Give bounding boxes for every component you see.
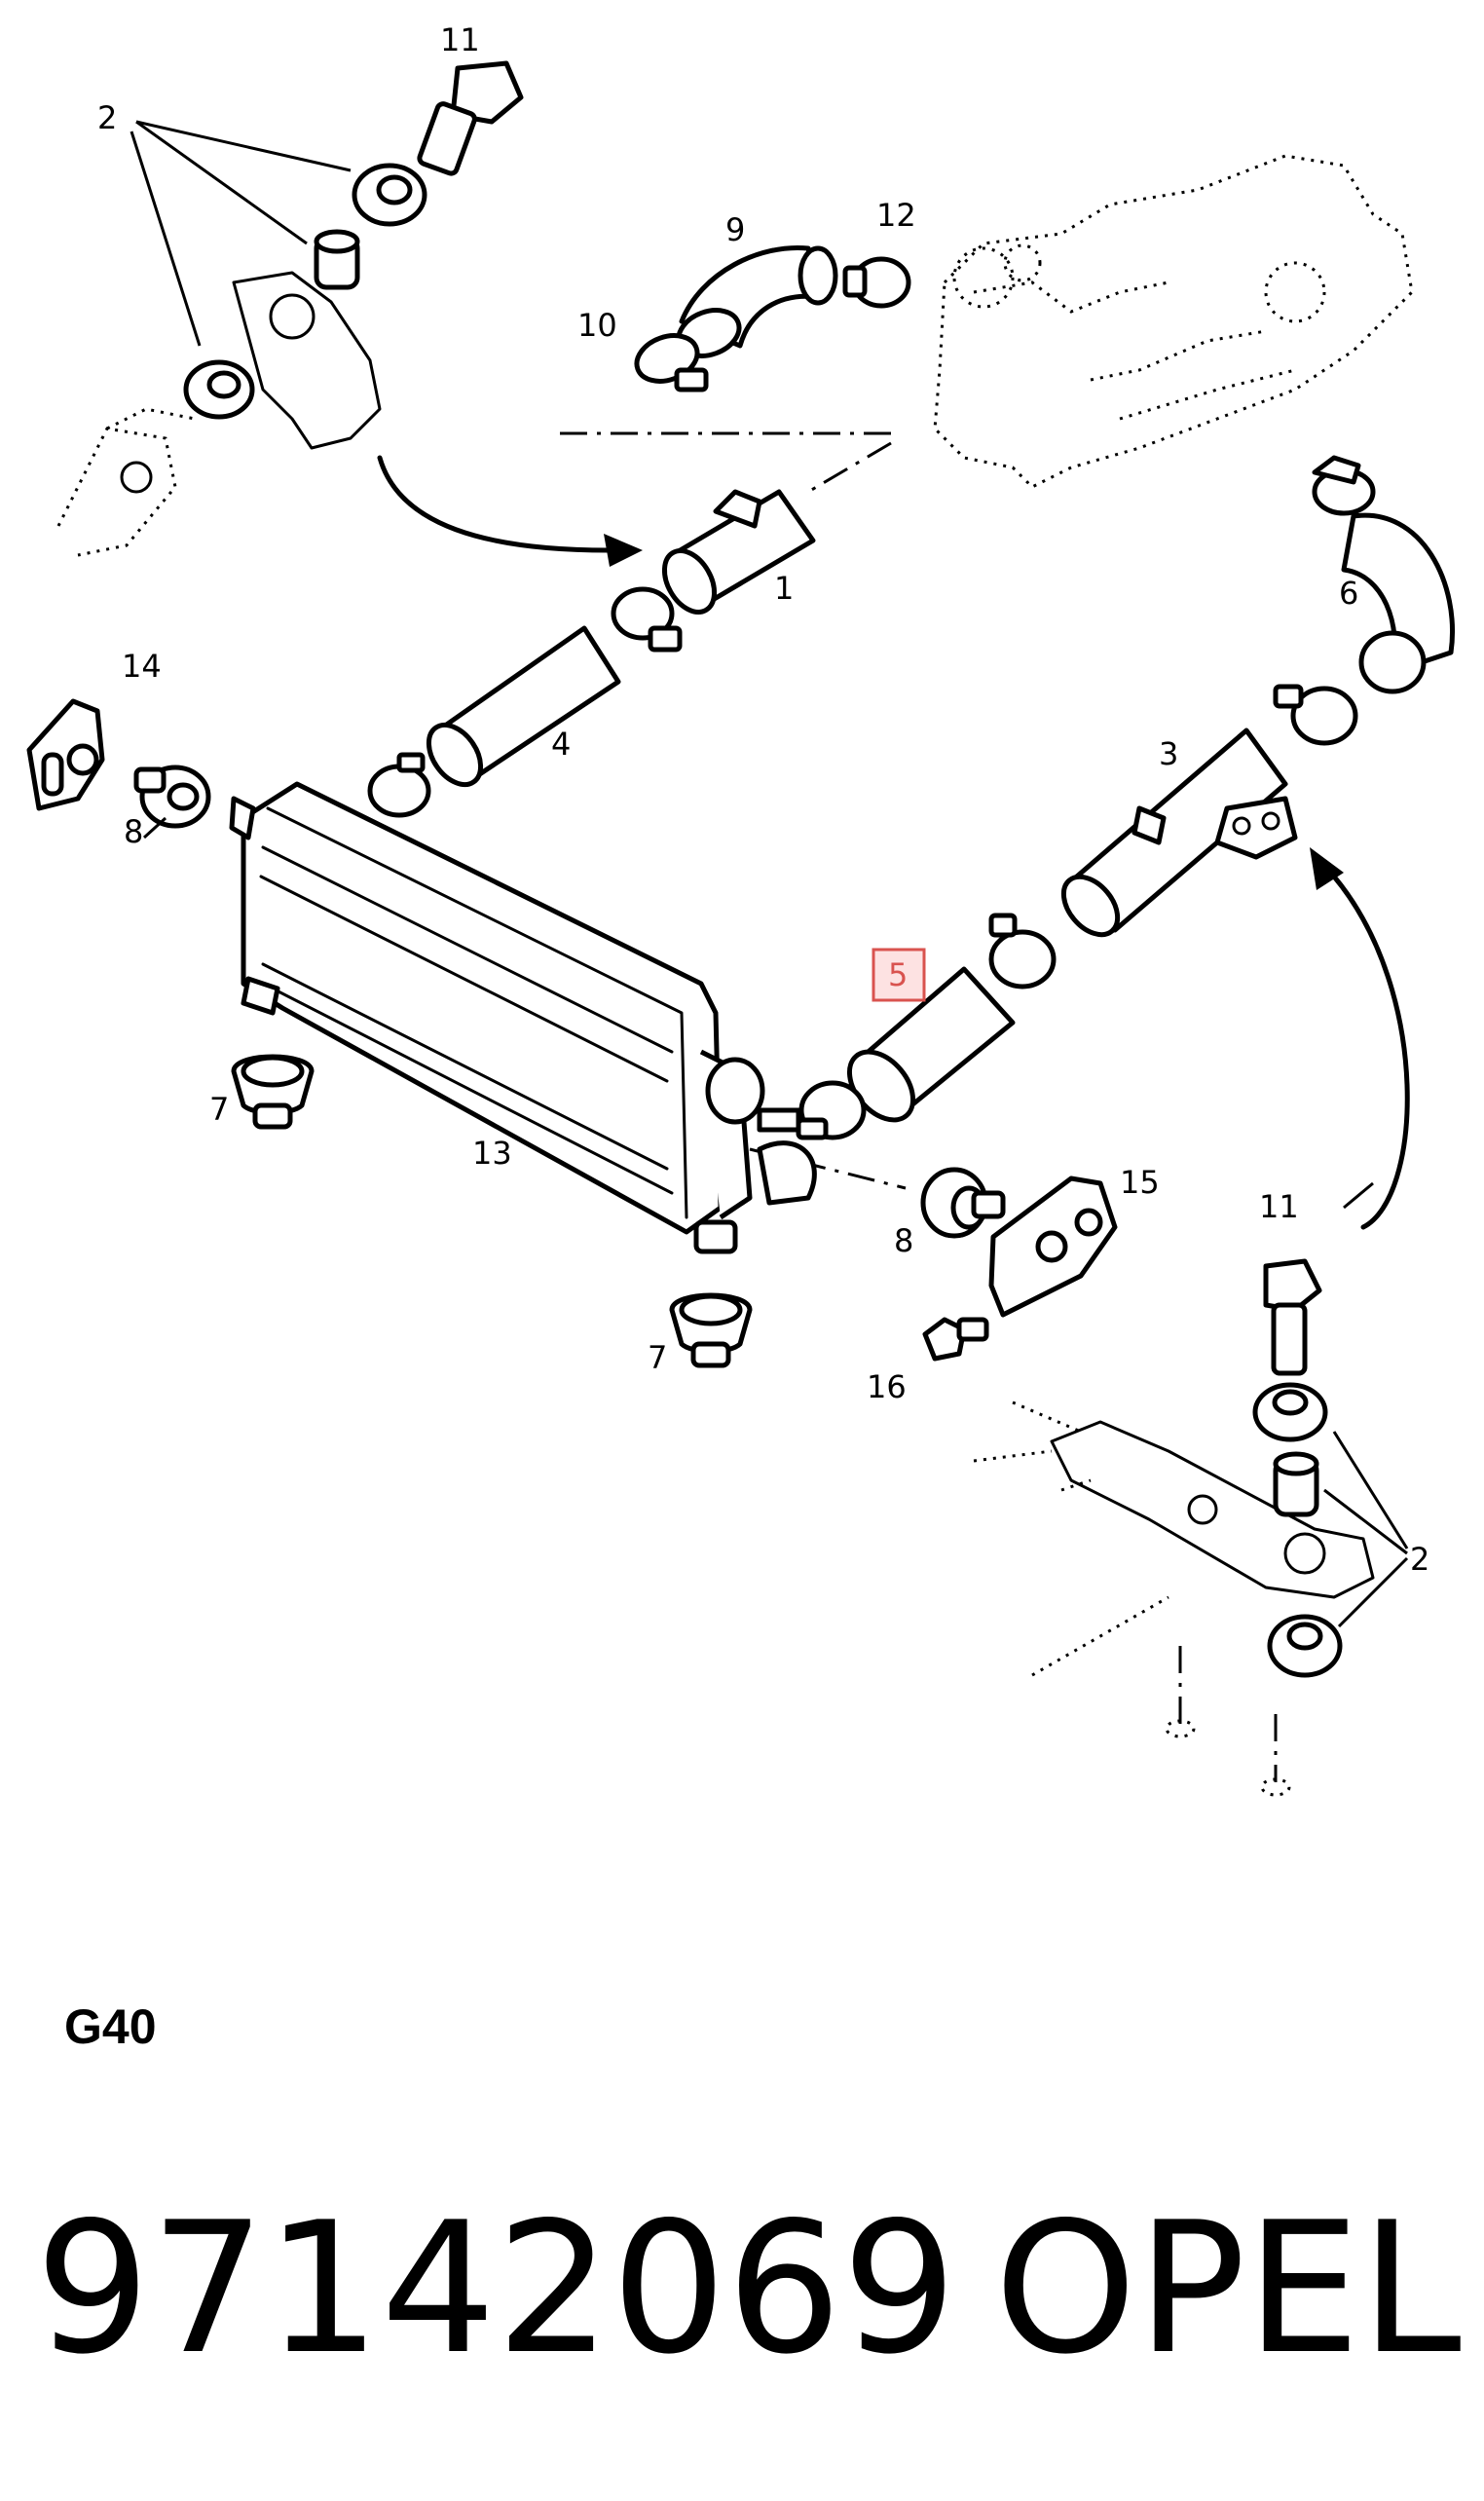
bushing-spacer-bottom: [1273, 1451, 1319, 1517]
callout-1: 1: [774, 570, 794, 607]
brand-name: OPEL: [994, 2183, 1462, 2394]
foot-7-right: [669, 1292, 753, 1368]
clamp-5-top: [988, 913, 1057, 989]
bracket-15: [988, 1176, 1118, 1318]
bolt-16: [922, 1317, 989, 1362]
callout-10: 10: [577, 307, 617, 344]
hose-9: [676, 244, 838, 358]
clamp-6-bottom: [1273, 684, 1358, 746]
pipe-3: [1060, 728, 1298, 938]
callout-labels: 1 2 2 3 4 5 6 7 7 8 8 9 10 11 11 12 13 1…: [97, 21, 1429, 1578]
callout-5-highlight: [872, 948, 926, 1002]
bolt-bottom: [1263, 1258, 1322, 1376]
clamp-12: [842, 256, 911, 309]
bushing-bottom-large-left: [183, 359, 255, 420]
engine-outline: [933, 154, 1414, 489]
foot-7-left: [231, 1054, 315, 1130]
callout-7-left: 7: [209, 1091, 229, 1128]
callout-8-left: 8: [124, 813, 143, 850]
callout-7-right: 7: [648, 1339, 667, 1376]
leaders-2-top: [130, 120, 352, 347]
callout-5: 5: [888, 956, 908, 993]
upper-mount-bracket: [56, 271, 382, 557]
arrow-bottom: [1310, 847, 1410, 1230]
callout-11-bottom: 11: [1259, 1188, 1299, 1225]
callout-16: 16: [867, 1368, 907, 1405]
footer: 97142069 OPEL: [35, 2183, 1462, 2394]
callout-15: 15: [1120, 1164, 1160, 1201]
callout-14: 14: [122, 648, 162, 685]
callout-6: 6: [1339, 575, 1358, 612]
group-code: G40: [64, 1999, 157, 2054]
callout-8-right: 8: [894, 1222, 913, 1259]
pipe-1: [661, 489, 816, 615]
callout-11-top: 11: [440, 21, 480, 58]
arrow-top: [377, 455, 643, 567]
callout-4: 4: [551, 726, 571, 763]
bushing-bottom-lower: [1267, 1614, 1343, 1678]
bracket-14: [26, 698, 105, 811]
bushing-top-large: [352, 163, 427, 227]
studs-bottom: [1165, 1719, 1291, 1797]
hose-4: [426, 625, 621, 788]
callout-13: 13: [472, 1135, 512, 1172]
hose-6: [1341, 512, 1455, 694]
bushing-8-left: [133, 765, 211, 829]
clamp-mid-1: [611, 586, 683, 653]
callout-12: 12: [876, 197, 916, 234]
bushing-bottom-upper: [1252, 1382, 1328, 1442]
bushing-spacer-top: [314, 229, 360, 290]
clamp-6-top: [1312, 455, 1376, 516]
bushing-8-right: [920, 1167, 1006, 1239]
intercooler-13: [229, 781, 817, 1254]
clamp-5-bottom: [796, 1080, 867, 1140]
callout-2-bottom: 2: [1410, 1541, 1429, 1578]
callout-9: 9: [725, 211, 745, 248]
lower-mount-bracket: [973, 1400, 1375, 1677]
callout-3: 3: [1159, 735, 1178, 772]
small-leaders: [142, 816, 1374, 1210]
clamp-4: [367, 752, 431, 818]
part-number: 97142069: [35, 2183, 957, 2394]
leaders-2-bottom: [1323, 1431, 1409, 1628]
clamp-10: [634, 333, 709, 392]
callout-2-top: 2: [97, 99, 117, 136]
bolt-top: [417, 60, 524, 176]
